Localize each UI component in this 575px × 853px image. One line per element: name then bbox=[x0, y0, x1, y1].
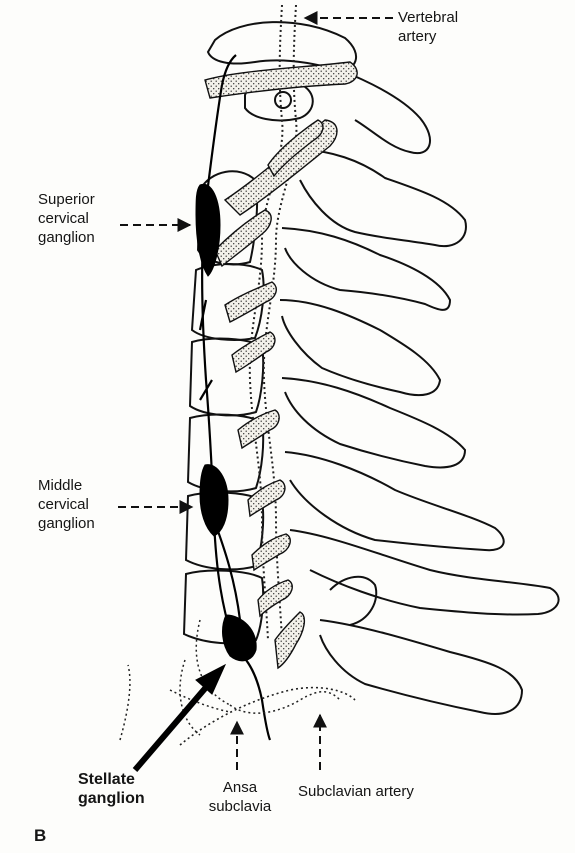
spinous-process-c2 bbox=[300, 150, 466, 246]
middle-cervical-ganglion-label: Middle cervical ganglion bbox=[38, 476, 95, 533]
subclavian-artery-label: Subclavian artery bbox=[298, 782, 414, 801]
middle-cervical-ganglion-shape bbox=[200, 465, 228, 536]
label-arrows bbox=[118, 18, 393, 770]
spinous-process-c7 bbox=[290, 530, 559, 615]
atlas-posterior-arch bbox=[340, 70, 430, 153]
stippled-muscles bbox=[205, 62, 357, 668]
stellate-ganglion-shape bbox=[223, 615, 257, 661]
superior-cervical-ganglion-label: Superior cervical ganglion bbox=[38, 190, 95, 247]
t1-spinous-process bbox=[320, 620, 522, 714]
spinous-process-c5 bbox=[282, 378, 465, 467]
trunk-line bbox=[202, 85, 236, 650]
first-rib-head bbox=[330, 577, 376, 625]
stellate-ganglion-label: Stellate ganglion bbox=[78, 770, 145, 808]
posterior-elements bbox=[280, 150, 559, 714]
spinous-process-c3 bbox=[282, 228, 450, 310]
ansa-subclavia-label: Ansa subclavia bbox=[200, 778, 280, 816]
panel-letter: B bbox=[34, 826, 46, 845]
subclavian-artery-path bbox=[180, 688, 355, 745]
vertebral-artery-label: Vertebral artery bbox=[398, 8, 458, 46]
